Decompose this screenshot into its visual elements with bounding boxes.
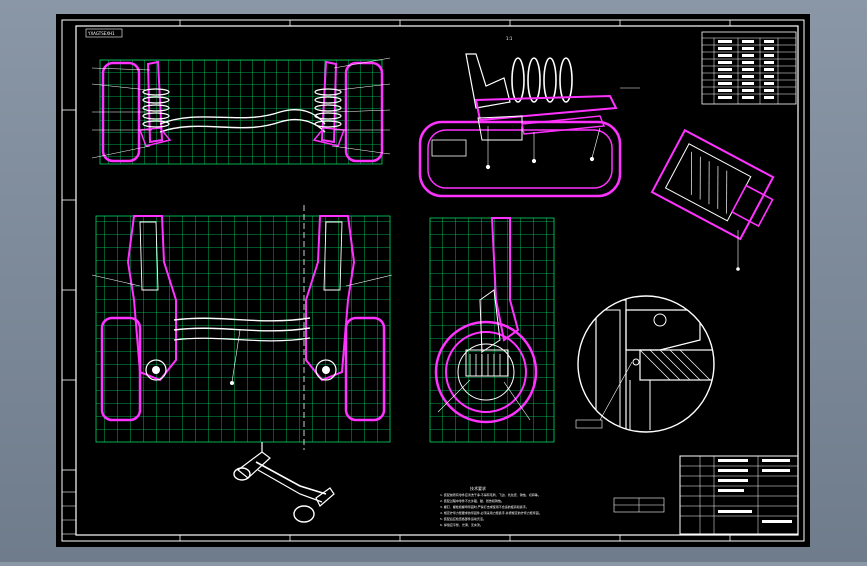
isometric-sketch xyxy=(233,442,335,523)
note-line-3: 3. 螺钉、螺栓和螺母紧固时,严禁打击或使用不合适的旋具和扳手。 xyxy=(440,504,529,509)
note-line-2: 2. 装配过程中零件不允许磕、碰、划伤和锈蚀。 xyxy=(440,498,504,503)
drawing-number-box xyxy=(85,28,123,38)
wheel-outline xyxy=(434,320,538,424)
note-line-1: 1. 装配前所有零件应清洗干净,不得有毛刺、飞边、氧化皮、锈蚀、切屑等。 xyxy=(440,492,541,497)
parts-list-table xyxy=(701,31,797,105)
note-line-5: 5. 装配后应检查各部件运动灵活。 xyxy=(440,516,486,521)
note-line-6: 6. 焊缝应平整、光滑、无夹渣。 xyxy=(440,522,483,527)
inner-border xyxy=(75,25,799,536)
view-scale: 1:1 xyxy=(506,36,513,41)
right-wheel xyxy=(344,61,384,163)
front-view xyxy=(91,57,391,165)
coil-spring-right xyxy=(314,88,342,128)
magnified-detail-circle xyxy=(575,295,715,433)
notes-title: 技术要求 xyxy=(470,485,486,491)
border-zone-ticks xyxy=(62,20,731,541)
plan-view xyxy=(91,205,393,450)
revision-table xyxy=(613,497,665,513)
technical-requirements: 技术要求 1. 装配前所有零件应清洗干净,不得有毛刺、飞边、氧化皮、锈蚀、切屑等… xyxy=(440,485,542,527)
side-view xyxy=(429,217,555,443)
note-line-4: 4. 规定拧紧力矩要求的紧固件,必须采用力矩扳手,并按规定的拧紧力矩紧固。 xyxy=(440,510,542,515)
strut-detail-view: 1:1 xyxy=(418,36,640,198)
side-stamp xyxy=(61,491,77,535)
section-detail-view xyxy=(650,128,775,271)
drawing-number-label: YXAGTSEXH1 xyxy=(87,31,115,36)
table-cell-glyphs xyxy=(718,40,774,99)
title-block xyxy=(679,455,799,535)
spring-coils xyxy=(511,57,573,103)
sheet-border xyxy=(61,19,805,542)
coil-spring-left xyxy=(142,88,170,128)
